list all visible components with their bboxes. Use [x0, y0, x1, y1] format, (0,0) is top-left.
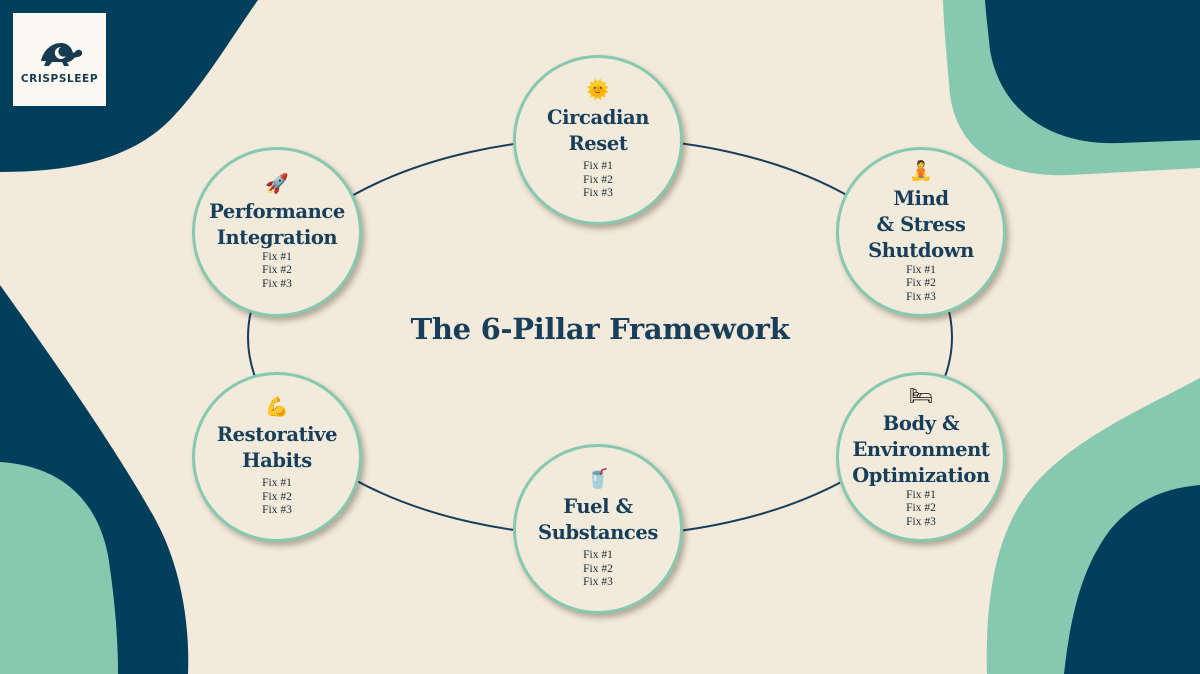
- fix-item: Fix #1: [583, 160, 613, 173]
- pillar-fixes: Fix #1 Fix #2 Fix #3: [583, 549, 613, 590]
- rocket-icon: 🚀: [265, 172, 289, 195]
- drink-cup-icon: 🥤: [586, 468, 610, 491]
- pillar-title: Restorative Habits: [216, 423, 338, 473]
- bg-blob-bottom-left-mint: [0, 462, 118, 674]
- fix-item: Fix #2: [906, 502, 936, 515]
- pillar-fixes: Fix #1 Fix #2 Fix #3: [906, 264, 936, 305]
- pillar-title: Performance Integration: [209, 199, 345, 249]
- fix-item: Fix #3: [906, 515, 936, 528]
- pillar-title: Body & Environment Optimization: [852, 411, 990, 487]
- fix-item: Fix #3: [583, 576, 613, 589]
- turtle-moon-icon: [40, 42, 82, 66]
- pillar-circadian-reset[interactable]: 🌞 Circadian Reset Fix #1 Fix #2 Fix #3: [513, 55, 683, 225]
- fix-item: Fix #1: [583, 549, 613, 562]
- pillar-fixes: Fix #1 Fix #2 Fix #3: [583, 160, 613, 201]
- pillar-fuel-substances[interactable]: 🥤 Fuel & Substances Fix #1 Fix #2 Fix #3: [513, 444, 683, 614]
- fix-item: Fix #2: [262, 264, 292, 277]
- pillar-body-environment-optimization[interactable]: 🛏 Body & Environment Optimization Fix #1…: [836, 372, 1006, 542]
- pillar-fixes: Fix #1 Fix #2 Fix #3: [906, 489, 936, 530]
- logo-text: CRISPSLEEP: [20, 72, 99, 85]
- bg-blob-top-right-navy: [985, 0, 1200, 144]
- pillar-fixes: Fix #1 Fix #2 Fix #3: [262, 251, 292, 292]
- sun-face-icon: 🌞: [586, 79, 610, 102]
- pillar-fixes: Fix #1 Fix #2 Fix #3: [262, 477, 292, 518]
- pillar-title: Mind & Stress Shutdown: [868, 186, 974, 262]
- fix-item: Fix #2: [583, 562, 613, 575]
- fix-item: Fix #1: [906, 263, 936, 276]
- fix-item: Fix #3: [262, 504, 292, 517]
- logo: CRISPSLEEP: [13, 13, 106, 106]
- bed-icon: 🛏: [908, 384, 934, 407]
- fix-item: Fix #1: [262, 250, 292, 263]
- fix-item: Fix #3: [906, 290, 936, 303]
- flexed-biceps-icon: 💪: [265, 396, 289, 419]
- fix-item: Fix #3: [262, 277, 292, 290]
- pillar-title: Circadian Reset: [547, 106, 649, 156]
- fix-item: Fix #1: [262, 477, 292, 490]
- bg-blob-bottom-right-navy: [1064, 485, 1200, 674]
- meditation-icon: 🧘: [909, 159, 933, 182]
- fix-item: Fix #2: [262, 490, 292, 503]
- pillar-title: Fuel & Substances: [538, 495, 658, 545]
- pillar-mind-stress-shutdown[interactable]: 🧘 Mind & Stress Shutdown Fix #1 Fix #2 F…: [836, 147, 1006, 317]
- fix-item: Fix #2: [906, 277, 936, 290]
- page-title: The 6-Pillar Framework: [410, 312, 790, 346]
- fix-item: Fix #3: [583, 187, 613, 200]
- fix-item: Fix #1: [906, 488, 936, 501]
- pillar-performance-integration[interactable]: 🚀 Performance Integration Fix #1 Fix #2 …: [192, 147, 362, 317]
- pillar-restorative-habits[interactable]: 💪 Restorative Habits Fix #1 Fix #2 Fix #…: [192, 372, 362, 542]
- fix-item: Fix #2: [583, 173, 613, 186]
